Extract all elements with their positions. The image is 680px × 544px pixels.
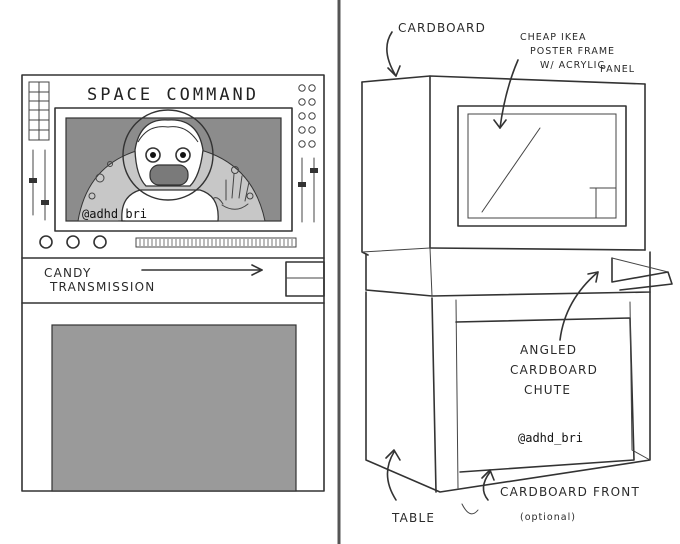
label-frame-line2: POSTER FRAME: [530, 46, 615, 57]
waving-hand: [213, 173, 250, 210]
face-mask: [149, 164, 189, 186]
arrow-frame: [499, 59, 519, 129]
screen-bezel: [54, 107, 293, 232]
angled-chute: [611, 257, 673, 291]
knob-column: [298, 84, 316, 148]
vent-stripes: [135, 237, 297, 248]
poster-frame: [457, 105, 627, 227]
label-frame-line3: W/ ACRYLIC: [540, 60, 605, 71]
candy-label-line1: CANDY: [44, 266, 91, 280]
control-button-1: [39, 235, 53, 249]
arrow-chute: [559, 271, 599, 341]
screen-watermark: @adhd_bri: [82, 207, 147, 221]
label-table: TABLE: [391, 511, 435, 525]
label-cardboard-top: CARDBOARD: [398, 21, 486, 35]
right-sliders: [298, 157, 318, 223]
space-command-cabinet: SPACE COMMAND: [21, 74, 325, 492]
control-button-3: [93, 235, 107, 249]
label-chute-line2: CARDBOARD: [510, 363, 598, 377]
arrow-table: [386, 451, 397, 501]
candy-slot: [285, 261, 325, 297]
label-front-line1: CARDBOARD FRONT: [500, 485, 640, 499]
label-frame-line1: CHEAP IKEA: [520, 32, 587, 43]
candy-arrow: [141, 264, 263, 276]
cabinet-title: SPACE COMMAND: [87, 85, 259, 105]
label-chute-line1: ANGLED: [520, 343, 577, 357]
speaker-grid: [28, 81, 50, 141]
control-button-2: [66, 235, 80, 249]
cardboard-front: [455, 317, 635, 473]
label-frame-line4: PANEL: [600, 64, 635, 75]
arrow-front: [482, 471, 491, 501]
arrow-cardboard-top: [386, 31, 397, 77]
label-front-line2: (optional): [520, 512, 576, 523]
astronaut-character: [121, 109, 219, 222]
left-sliders: [29, 149, 49, 221]
construction-diagram: CARDBOARD CHEAP IKEA POSTER FRAME W/ ACR…: [361, 21, 673, 525]
table-outline: [365, 291, 651, 493]
top-box-top-edge: [361, 75, 646, 85]
lower-gray-panel: [51, 324, 297, 492]
candy-label-line2: TRANSMISSION: [49, 280, 155, 294]
diagram-watermark: @adhd_bri: [518, 431, 583, 445]
label-chute-line3: CHUTE: [524, 383, 571, 397]
top-box-left-edge: [361, 81, 369, 256]
chute-row: [365, 251, 651, 297]
acrylic-panel: [467, 113, 617, 219]
